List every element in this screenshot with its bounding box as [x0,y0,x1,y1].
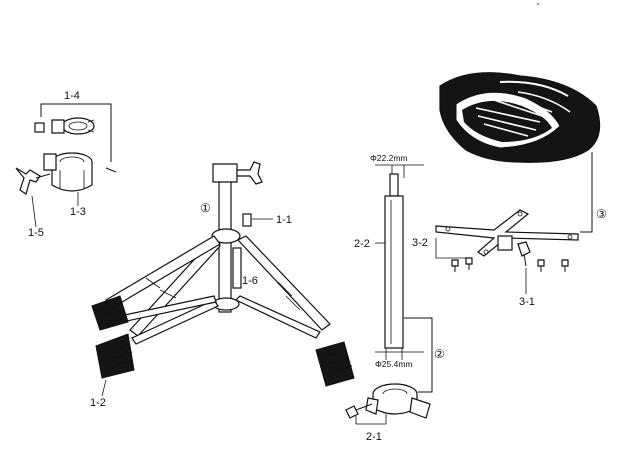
leaders-1-3-1-5 [31,192,79,228]
dim-line-bottom [375,348,424,360]
seat-cushion [439,72,601,163]
upper-spider [211,228,241,244]
seat-base-plate [435,209,579,257]
dust-speck [537,3,539,5]
label-1-3: 1-3 [70,206,86,218]
inner-tube [232,247,242,289]
wing-bolt [15,167,51,195]
bracket-1-4 [40,103,112,162]
dim-phi-22: Φ22.2mm [370,153,408,163]
circled-number-3: ③ [596,207,607,221]
clamp-parts-group: 1-4 1-3 1-5 [15,90,117,239]
bracket-3-2 [435,238,470,259]
clamp-ring-small [51,117,95,135]
seat-group: ③ 3-2 3-1 [412,72,607,308]
label-1-4: 1-4 [64,90,80,102]
clamp-bolt [345,403,373,419]
bracket-2-1 [355,414,387,425]
clamp-main [43,152,93,192]
brace-right [234,295,321,339]
label-1-5: 1-5 [28,227,44,239]
label-1-1: 1-1 [276,214,292,226]
bracket-3 [580,152,593,233]
dim-phi-25-label: Φ25.4mm [375,359,413,369]
brace-left-front [131,299,219,345]
tripod-base: ① 1-1 1-6 1-2 [90,161,355,409]
label-2-2: 2-2 [354,238,370,250]
label-3-1: 3-1 [519,296,535,308]
bracket-2 [404,317,433,393]
foot-left-rear [91,295,129,331]
top-wing-screw [236,161,263,185]
leg-hinges [145,277,301,311]
label-2-1: 2-1 [366,431,382,443]
seat-post [384,195,404,349]
circled-number-1: ① [200,201,211,215]
small-nut [34,122,45,133]
post-top-section [389,173,399,197]
foot-right [315,341,355,387]
dim-line-top [375,164,424,178]
seat-post-group: Φ22.2mm 2-2 Φ22.2mm Φ25.4mm ② 2-1 [345,153,445,443]
leader-1-2 [101,379,107,397]
seat-screws [451,257,569,272]
foot-left-front [95,333,135,379]
label-1-2: 1-2 [90,397,106,409]
height-knob [242,213,252,227]
seat-clamp [365,383,431,419]
label-1-6: 1-6 [242,275,258,287]
small-screw [105,167,117,173]
top-clamp [212,163,238,183]
circled-number-2: ② [434,347,445,361]
label-3-2: 3-2 [412,237,428,249]
seat-knob [517,241,531,267]
leg-right [237,235,331,331]
